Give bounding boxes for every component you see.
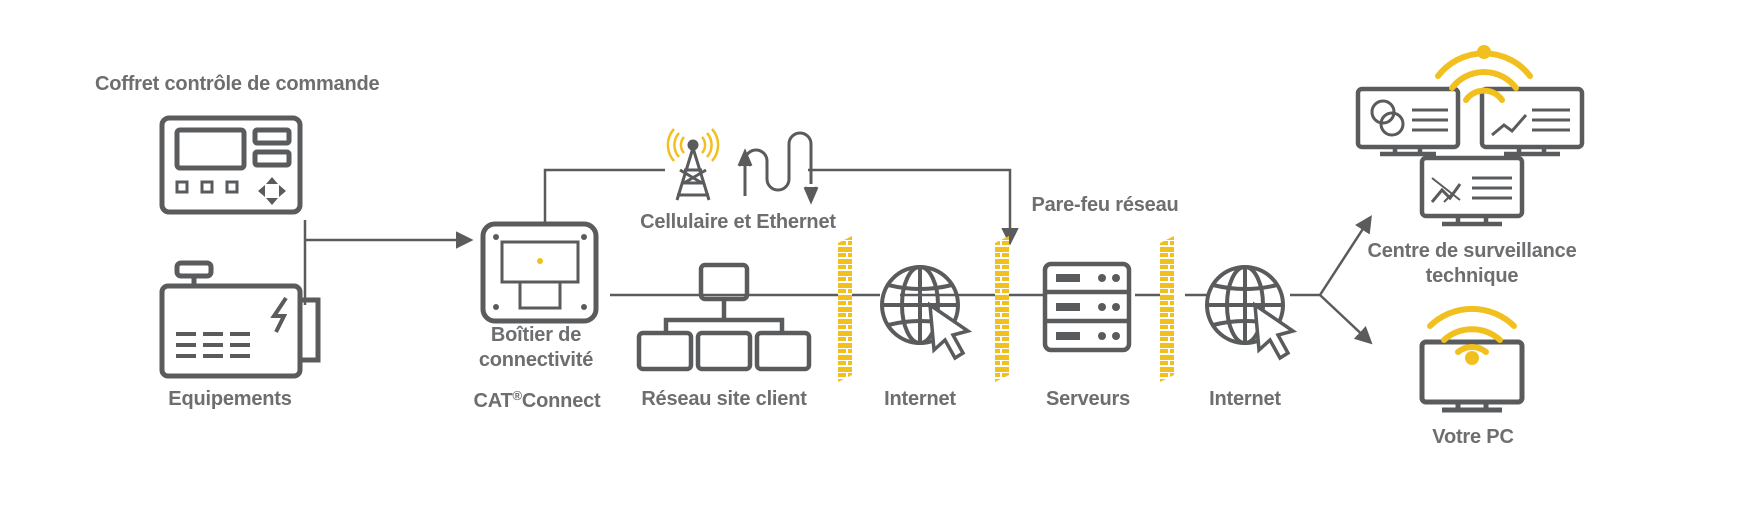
servers-label: Serveurs xyxy=(1045,388,1131,410)
monitoring-center-label-line1: Centre de surveillance xyxy=(1367,240,1577,262)
connectivity-box-label-line2: connectivité xyxy=(478,349,594,371)
network-firewall-label: Pare-feu réseau xyxy=(1031,194,1179,216)
internet-globe-icon-2 xyxy=(1205,265,1298,361)
firewall-icon-2 xyxy=(995,236,1009,382)
ethernet-cable-icon xyxy=(737,131,819,205)
client-site-network-label: Réseau site client xyxy=(641,388,807,410)
connectivity-box-label: Boîtier de connectivité xyxy=(478,323,594,373)
connectivity-box-label-line1: Boîtier de xyxy=(490,324,582,346)
monitoring-center-label-line2: technique xyxy=(1425,265,1519,287)
pc-monitor-icon xyxy=(1419,339,1525,413)
firewall-icon-3 xyxy=(1160,236,1174,382)
cat-connect-label: CAT®Connect xyxy=(473,388,600,413)
control-box-label: Coffret contrôle de commande xyxy=(95,73,380,95)
monitoring-center-label: Centre de surveillance technique xyxy=(1367,239,1576,289)
cell-tower-icon xyxy=(666,128,720,201)
your-pc-label: Votre PC xyxy=(1432,426,1514,448)
firewall-icon-1 xyxy=(838,236,852,382)
registered-mark: ® xyxy=(512,388,523,403)
internet-label-1: Internet xyxy=(884,388,956,410)
cellular-ethernet-label: Cellulaire et Ethernet xyxy=(640,211,836,233)
equipment-label: Equipements xyxy=(168,388,292,410)
cat-brand-text: CAT xyxy=(473,390,513,412)
generator-icon xyxy=(159,260,321,379)
servers-icon xyxy=(1042,261,1132,353)
network-topology-icon xyxy=(636,262,812,372)
control-panel-icon xyxy=(159,115,303,215)
wifi-icon-monitoring xyxy=(1435,45,1533,103)
internet-globe-icon-1 xyxy=(880,265,973,361)
wifi-icon-pc xyxy=(1427,305,1517,365)
internet-label-2: Internet xyxy=(1209,388,1281,410)
monitoring-center-icon xyxy=(1355,86,1585,227)
connectivity-box-icon xyxy=(480,221,599,324)
connect-text: Connect xyxy=(521,390,601,412)
